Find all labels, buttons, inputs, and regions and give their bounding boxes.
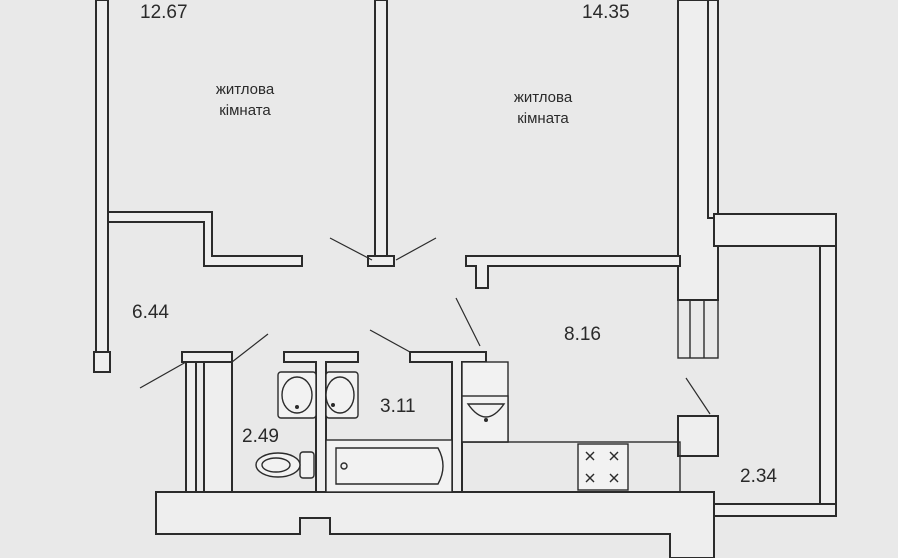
bathtub-icon xyxy=(325,439,453,493)
door-swings xyxy=(139,237,711,415)
bathroom-area: 3.11 xyxy=(380,396,416,417)
living-room-right-label-line2: кімната xyxy=(517,110,569,127)
balcony-top-wall xyxy=(713,213,837,247)
living-room-right-label-line1: житлова xyxy=(514,89,573,106)
balcony-east-wall xyxy=(819,245,837,515)
hallway-area: 6.44 xyxy=(132,302,169,323)
living-room-left-label-line2: кімната xyxy=(219,102,271,119)
left-outer-wall xyxy=(95,0,109,356)
partition-cap xyxy=(367,255,395,267)
kitchen-sink-icon xyxy=(461,361,509,443)
kitchen-area: 8.16 xyxy=(564,324,601,345)
living-rooms-partition xyxy=(374,0,388,259)
stove-icon xyxy=(577,443,629,491)
living-room-left-label-line1: житлова xyxy=(216,81,275,98)
left-room-south-wall xyxy=(107,211,303,267)
toilet-shaft xyxy=(203,361,233,493)
toilet-area: 2.49 xyxy=(242,426,279,447)
left-wall-stub xyxy=(93,351,111,373)
toilet-icon xyxy=(255,451,315,479)
balcony-area: 2.34 xyxy=(740,466,777,487)
bathroom-sink-icon xyxy=(325,371,359,419)
living-room-left-area: 12.67 xyxy=(140,2,188,23)
kitchen-counter xyxy=(461,441,681,493)
room-labels: 12.67 житлова кімната 14.35 житлова кімн… xyxy=(132,2,777,487)
fixtures xyxy=(255,361,681,493)
bottom-exterior-wall xyxy=(155,491,715,558)
right-room-south-wall xyxy=(465,255,681,289)
east-wall-inner xyxy=(707,0,719,219)
balcony-bottom-wall xyxy=(713,503,837,517)
column-vent xyxy=(677,299,719,359)
walls xyxy=(93,0,837,558)
toilet-sink-icon xyxy=(277,371,317,419)
living-room-right-area: 14.35 xyxy=(582,2,630,23)
kitchen-balcony-pier xyxy=(677,415,719,457)
toilet-top-cap xyxy=(181,351,233,363)
toilet-west-wall xyxy=(185,355,197,493)
